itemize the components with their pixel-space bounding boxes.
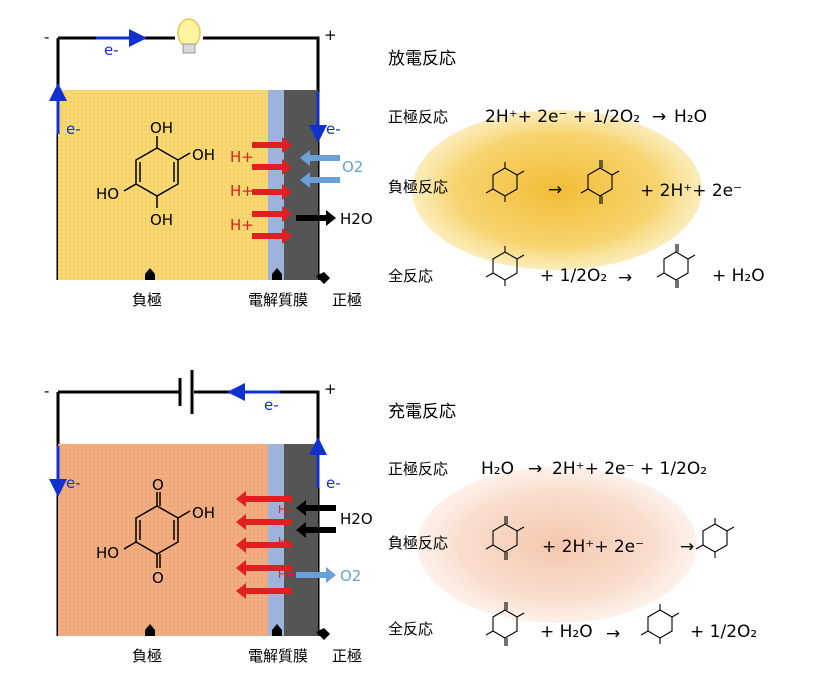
o2-arrow-charge	[296, 567, 336, 583]
row1-label: 正極反応	[388, 108, 448, 126]
o2-arrow-2	[300, 172, 340, 188]
h-ion-arrows-charge	[236, 491, 292, 599]
h-ion-label-charge-3: H+	[278, 568, 296, 581]
row1-eq-right: H₂O	[674, 107, 707, 127]
electron-label-right: e-	[326, 120, 341, 138]
row3-arrow: →	[618, 268, 632, 288]
row1-eq-right-charge: 2H⁺+ 2e⁻ + 1/2O₂	[552, 459, 707, 479]
ho-label: HO	[96, 185, 119, 203]
terminal-minus: -	[44, 28, 49, 46]
quinone-molecule	[123, 492, 191, 568]
pointer-membrane	[272, 268, 282, 280]
o-label-top: O	[152, 476, 164, 494]
reaction-highlight	[412, 110, 702, 270]
electron-label-left: e-	[66, 120, 81, 138]
row3-label-charge: 全反応	[388, 620, 433, 638]
pointer-negative-charge	[145, 624, 155, 636]
h2o-label-charge: H2O	[340, 510, 373, 528]
ho-label-charge: HO	[96, 544, 119, 562]
row3-reactant-molecule	[485, 246, 525, 286]
row2-arrow-charge: →	[680, 537, 694, 557]
row1-arrow: →	[652, 107, 666, 127]
oh-label-3: OH	[150, 211, 173, 229]
row3-product-molecule-charge	[640, 604, 680, 644]
h-ion-arrows	[252, 137, 292, 244]
row2-product-molecule	[580, 160, 620, 204]
charge-section: - + e- e- e- O OH HO O	[44, 370, 757, 665]
label-negative-electrode: 負極	[132, 291, 162, 309]
row2-reactant-molecule	[485, 162, 525, 202]
h2o-arrow	[296, 210, 336, 226]
discharge-title: 放電反応	[388, 49, 456, 69]
row3-right-charge: + 1/2O₂	[690, 622, 757, 642]
h-ion-label-2: H+	[230, 182, 254, 200]
label-positive-electrode-charge: 正極	[332, 647, 362, 665]
row2-product-molecule-charge	[695, 518, 735, 558]
row1-eq-left: 2H⁺+ 2e⁻ + 1/2O₂	[485, 107, 640, 127]
oh-label-1: OH	[150, 119, 173, 137]
oh-label-charge: OH	[192, 504, 215, 522]
terminal-plus: +	[324, 26, 337, 44]
h-ion-label-charge-1: H+	[278, 503, 296, 516]
row2-label: 負極反応	[388, 178, 448, 196]
row3-reactant-molecule-charge	[485, 602, 525, 646]
row1-arrow-charge: →	[528, 459, 542, 479]
electron-label-top-charge: e-	[264, 396, 279, 414]
h-ion-label-3: H+	[230, 216, 254, 234]
row3-product-molecule	[656, 244, 696, 288]
row3-label: 全反応	[388, 267, 433, 285]
terminal-plus-charge: +	[324, 380, 337, 398]
positive-electrode	[284, 90, 318, 280]
pointer-positive	[316, 272, 330, 284]
reaction-highlight-charge	[417, 467, 697, 623]
pointer-membrane-charge	[272, 624, 282, 636]
row2-eq: + 2H⁺+ 2e⁻	[640, 181, 742, 201]
tetrahydroxybenzene-molecule	[123, 136, 191, 208]
o2-arrow-1	[300, 150, 340, 166]
o2-label: O2	[342, 158, 363, 176]
row2-arrow: →	[548, 180, 562, 200]
label-positive-electrode: 正極	[332, 291, 362, 309]
label-membrane-charge: 電解質膜	[248, 647, 308, 665]
electron-label-right-charge: e-	[326, 474, 341, 492]
h2o-arrow-charge-2	[296, 522, 336, 538]
terminal-minus-charge: -	[44, 382, 49, 400]
h2o-label: H2O	[340, 210, 373, 228]
pointer-positive-charge	[316, 628, 330, 640]
charge-title: 充電反応	[388, 402, 456, 422]
label-negative-electrode-charge: 負極	[132, 647, 162, 665]
h2o-arrow-charge-1	[296, 500, 336, 516]
row3-arrow-charge: →	[606, 624, 620, 644]
row3-mid: + 1/2O₂	[540, 266, 607, 286]
row2-reactant-molecule-charge	[485, 516, 525, 560]
light-bulb-icon	[177, 18, 201, 54]
o2-label-charge: O2	[340, 567, 361, 585]
row2-label-charge: 負極反応	[388, 534, 448, 552]
pointer-negative	[145, 268, 155, 280]
electrolyte-membrane	[268, 90, 284, 280]
electron-label-left-charge: e-	[66, 474, 81, 492]
row3-mid-charge: + H₂O	[540, 622, 593, 642]
negative-electrolyte	[58, 90, 268, 280]
h-ion-label-charge-2: H+	[278, 535, 296, 548]
label-membrane: 電解質膜	[248, 291, 308, 309]
negative-electrolyte-charge	[58, 444, 268, 636]
positive-electrode-charge	[284, 444, 318, 636]
row1-eq-left-charge: H₂O	[481, 459, 514, 479]
row2-eq-charge: + 2H⁺+ 2e⁻	[542, 537, 644, 557]
discharge-section: - + e- e- e- OH OH HO OH	[44, 18, 765, 309]
o-label-bottom: O	[152, 569, 164, 587]
oh-label-2: OH	[192, 146, 215, 164]
row3-right: + H₂O	[712, 266, 765, 286]
row1-label-charge: 正極反応	[388, 460, 448, 478]
h-ion-label-1: H+	[230, 148, 254, 166]
electron-label-top: e-	[104, 41, 119, 59]
